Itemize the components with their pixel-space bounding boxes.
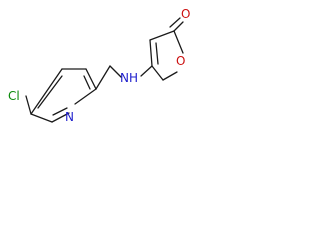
bond-c4-c3 <box>149 39 153 67</box>
bond-c5-ch2 <box>95 65 111 90</box>
bond-c2-c3 <box>30 113 53 123</box>
bond-ch2-nh <box>109 65 122 78</box>
bond-n1-c6 <box>74 88 97 105</box>
ring-oxygen-label: O <box>176 54 185 68</box>
bond-c3-c2 <box>149 30 175 41</box>
bond-c5-c4 <box>151 65 164 81</box>
amine-label: NH <box>120 71 138 85</box>
molecule-structure: Cl N NH O O <box>8 7 190 124</box>
bond-c2-cl <box>25 95 32 115</box>
furanone-ring <box>149 30 184 81</box>
double-bond-inner-left <box>37 75 63 109</box>
bond-o1-c5 <box>162 71 178 81</box>
bond-c2-o1 <box>173 30 184 54</box>
pyridine-ring <box>30 68 97 123</box>
carbonyl-oxygen-label: O <box>181 7 190 21</box>
bond-c4-c2 <box>30 68 63 115</box>
double-bond-inner-bottom <box>52 107 68 116</box>
double-bond-c2-carbonyl <box>169 17 181 28</box>
double-bond-inner-right <box>83 75 91 90</box>
bond-c3-n1 <box>51 112 70 123</box>
bond-nh-c4 <box>140 65 153 77</box>
double-bond-c4-c3 <box>155 42 159 65</box>
pyridine-nitrogen-label: N <box>65 110 74 124</box>
bond-c6-c5 <box>85 68 97 90</box>
chlorine-label: Cl <box>8 89 20 103</box>
bond-c2-carbonyl <box>173 21 184 32</box>
